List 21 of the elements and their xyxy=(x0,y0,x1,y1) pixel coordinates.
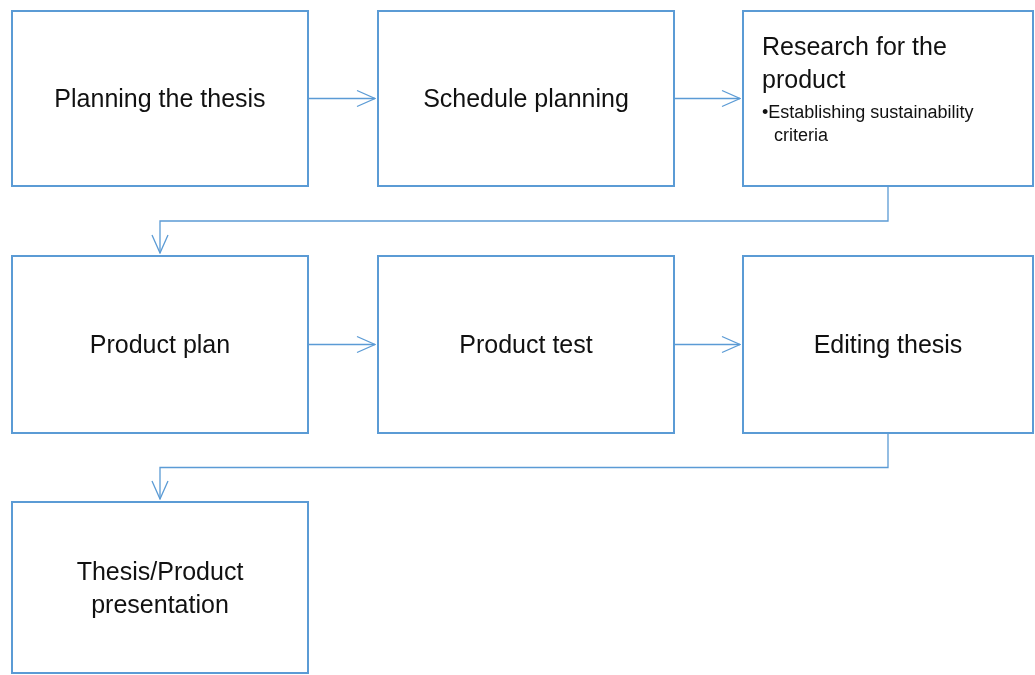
step-title: Research for the product xyxy=(762,31,948,95)
process-box xyxy=(11,255,309,434)
arrow xyxy=(674,89,741,108)
step-title: Planning the thesis xyxy=(54,83,266,115)
process-box xyxy=(742,10,1034,187)
process-box xyxy=(377,255,675,434)
step-title: Product test xyxy=(459,329,593,361)
process-box xyxy=(11,10,309,187)
arrow xyxy=(308,89,376,108)
step-title: Product plan xyxy=(89,329,231,361)
step-title: Schedule planning xyxy=(423,83,629,115)
bullet-item: •Establishing sustainability criteria xyxy=(762,101,975,148)
process-box xyxy=(742,255,1034,434)
step-title: Editing thesis xyxy=(813,329,963,361)
arrow xyxy=(308,335,376,354)
step-title: Thesis/Product presentation xyxy=(75,556,245,620)
arrow xyxy=(151,186,889,254)
process-box xyxy=(11,501,309,674)
arrow xyxy=(674,335,741,354)
process-box xyxy=(377,10,675,187)
arrow xyxy=(151,433,889,500)
